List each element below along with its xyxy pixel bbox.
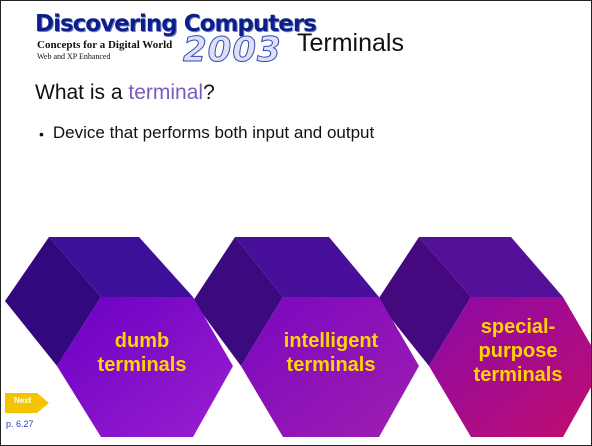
next-arrow-icon[interactable]	[5, 393, 49, 413]
hex-prism-special-purpose[interactable]	[377, 237, 592, 437]
slide-title: Terminals	[297, 29, 404, 57]
label-line: terminals	[286, 354, 376, 376]
logo-wordmark: Discovering Computers	[35, 11, 317, 37]
page-reference: p. 6.27	[6, 419, 34, 429]
bullet-text: Device that performs both input and outp…	[52, 123, 375, 142]
label-line: purpose	[478, 340, 558, 362]
question-prefix: What is a	[35, 81, 129, 104]
question-suffix: ?	[203, 81, 215, 104]
discovering-computers-logo: Discovering Computers Concepts for a Dig…	[35, 11, 317, 81]
question-heading: What is a terminal?	[35, 81, 215, 105]
logo-subtitle: Web and XP Enhanced	[37, 52, 111, 61]
bullet-item: • Device that performs both input and ou…	[39, 123, 374, 145]
logo-year: 2003	[183, 30, 282, 71]
label-line: terminals	[97, 354, 187, 376]
label-line: terminals	[473, 364, 563, 386]
label-dumb-terminals: dumb terminals	[87, 329, 197, 377]
label-special-purpose-terminals: special- purpose terminals	[459, 315, 577, 387]
label-intelligent-terminals: intelligent terminals	[269, 329, 393, 377]
next-button[interactable]: Next	[14, 396, 32, 405]
logo-tagline: Concepts for a Digital World	[37, 39, 173, 51]
hex-prism-intelligent[interactable]	[193, 237, 419, 437]
bullet-marker: •	[39, 126, 44, 142]
label-line: intelligent	[283, 330, 379, 352]
label-line: special-	[480, 316, 556, 338]
term-link[interactable]: terminal	[128, 81, 204, 104]
label-line: dumb	[114, 330, 170, 352]
hex-prism-dumb[interactable]	[5, 237, 233, 437]
